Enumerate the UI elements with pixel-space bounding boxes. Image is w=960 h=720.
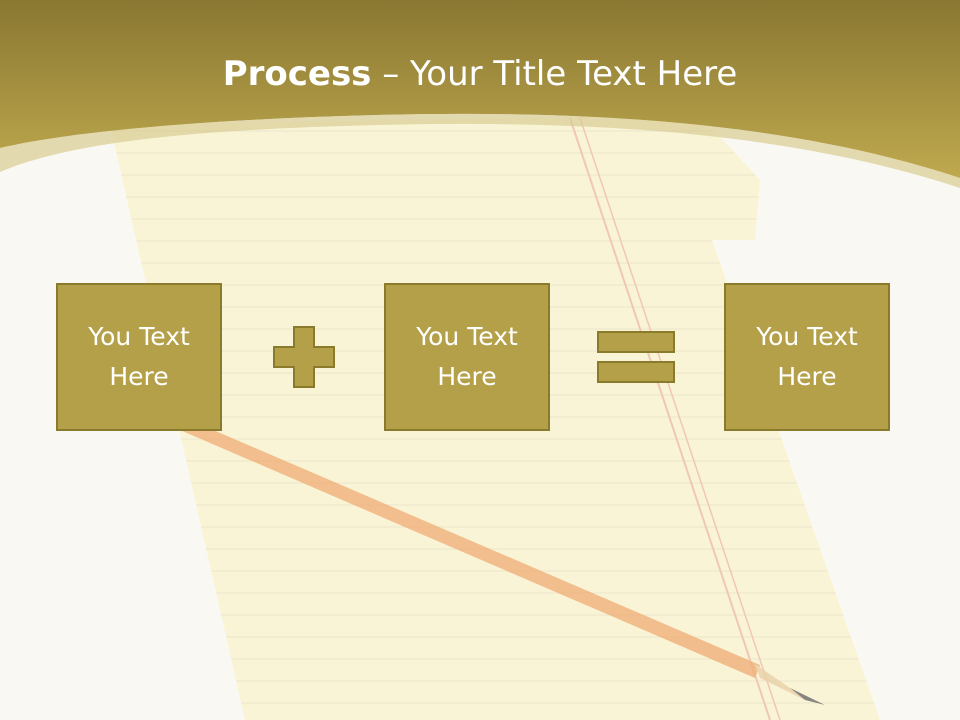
box-2-line-1: You Text (416, 322, 518, 351)
slide-title: Process – Your Title Text Here (0, 52, 960, 96)
box-3-line-2: Here (777, 362, 837, 391)
box-3-line-1: You Text (756, 322, 858, 351)
title-rest: – Your Title Text Here (371, 54, 738, 94)
box-1-line-2: Here (109, 362, 169, 391)
plus-icon (273, 326, 335, 388)
equals-icon (597, 331, 675, 383)
pencil-image (180, 420, 825, 705)
box-2-line-2: Here (437, 362, 497, 391)
title-bold: Process (222, 54, 372, 94)
box-1-line-1: You Text (88, 322, 190, 351)
